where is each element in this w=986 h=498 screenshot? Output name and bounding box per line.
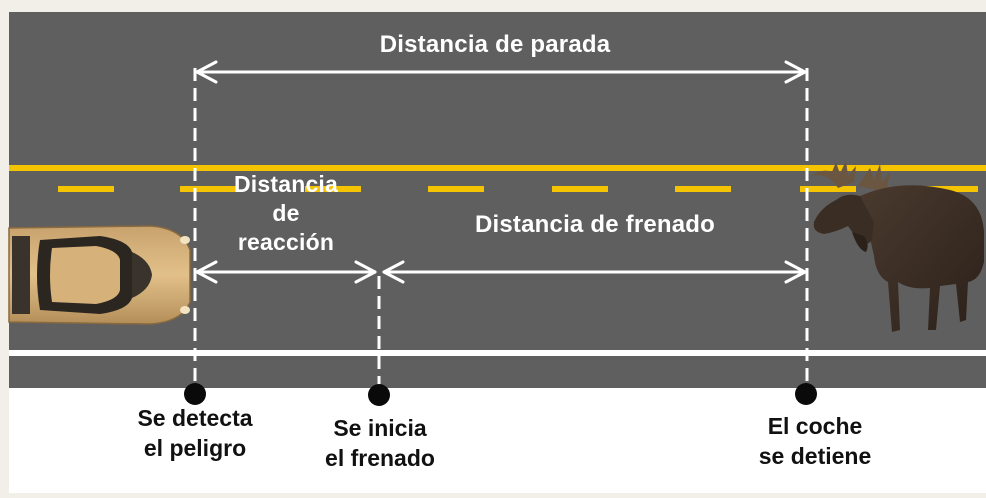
moose-icon [812, 160, 984, 332]
yellow-solid-line [9, 165, 986, 171]
braking-distance-label: Distancia de frenado [474, 211, 716, 238]
sidewalk [9, 388, 986, 493]
car-stops-caption: El coche se detiene [758, 413, 872, 469]
stopping-distance-label: Distancia de parada [379, 31, 611, 58]
reaction-distance-label: Distancia de reacción [233, 171, 339, 255]
road-surface [9, 12, 986, 388]
hazard-detected-marker [184, 383, 206, 405]
hazard-detected-caption: Se detecta el peligro [137, 405, 253, 461]
car-stops-marker [795, 383, 817, 405]
white-edge-line [9, 350, 986, 356]
braking-distance-arrow [382, 260, 807, 284]
stopping-distance-arrow [195, 60, 807, 84]
yellow-dashed-line [58, 186, 978, 192]
braking-begins-marker [368, 384, 390, 406]
car-icon [8, 225, 191, 325]
dashed-guides [193, 68, 809, 392]
braking-begins-caption: Se inicia el frenado [325, 415, 435, 471]
reaction-distance-arrow [195, 260, 377, 284]
